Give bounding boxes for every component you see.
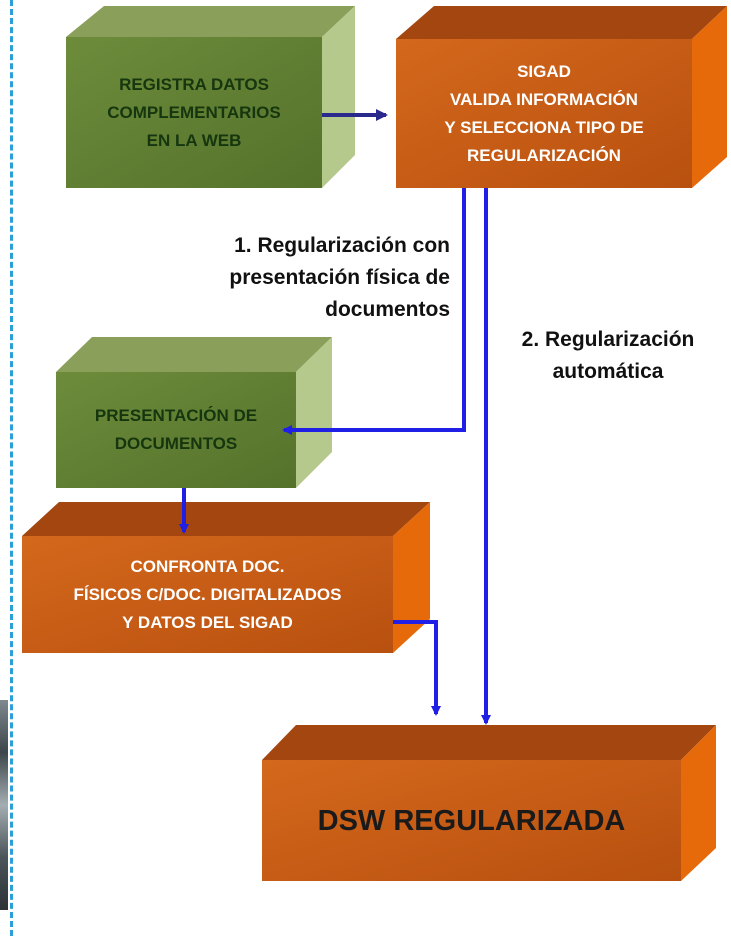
presentacion-label: PRESENTACIÓN DE DOCUMENTOS (94, 406, 258, 453)
edge-label-automatica: 2. Regularización automática (521, 328, 695, 383)
edge-label-fisica: 1. Regularización con presentación físic… (229, 234, 450, 321)
registra-datos-label: REGISTRA DATOS COMPLEMENTARIOS EN LA WEB (107, 74, 281, 150)
box-dsw (262, 725, 716, 881)
box-confronta (22, 502, 430, 653)
confronta-label: CONFRONTA DOC. FÍSICOS C/DOC. DIGITALIZA… (73, 556, 342, 632)
dsw-label: DSW REGULARIZADA (317, 804, 626, 837)
photo-fragment (0, 700, 8, 910)
arrow-confronta-to-dsw (393, 620, 441, 716)
sigad-label: SIGAD VALIDA INFORMACIÓN Y SELECCIONA TI… (444, 61, 644, 165)
arrow-sigad-to-presentacion (282, 188, 466, 435)
dashed-border-line (10, 0, 13, 936)
box-registra-datos (66, 6, 355, 188)
box-sigad (396, 6, 727, 188)
box-presentacion (56, 337, 332, 488)
